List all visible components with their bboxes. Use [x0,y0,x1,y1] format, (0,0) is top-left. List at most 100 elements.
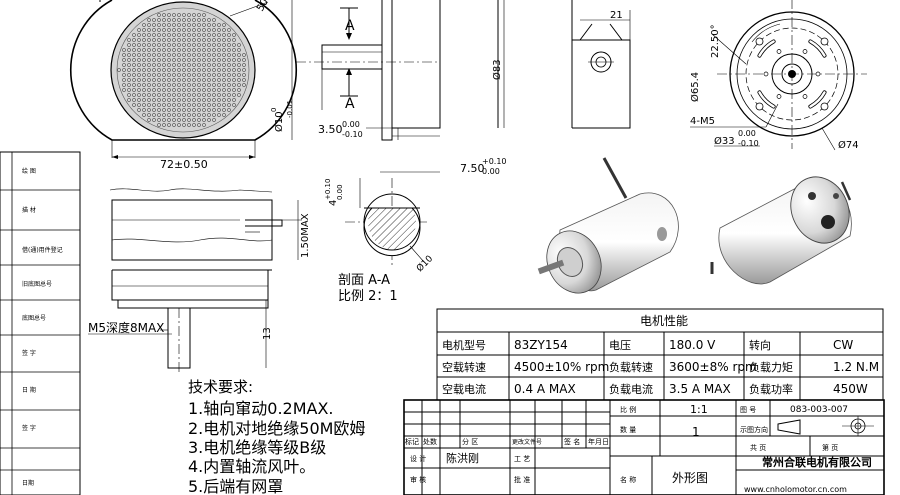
dim-13: 13 [262,327,273,340]
tech-requirements: 技术要求: 1.轴向窜动0.2MAX. 2.电机对地绝缘50M欧姆 3.电机绝缘… [188,378,365,495]
strip-label-4: 旧底图总号 [22,280,52,288]
motor-render-1 [537,157,679,294]
dim-33: Ø33 [714,135,735,147]
dim-72: 72±0.50 [160,158,208,171]
tb-design-label: 设 计 [410,454,426,463]
perf-cell-r2-c1: 空载转速 [442,360,486,374]
tb-h-file: 更改文件号 [512,438,542,446]
dim-750-dn: 0.00 [482,167,500,176]
dim-74: Ø74 [838,139,859,151]
perf-cell-r2-c6: 1.2 N.M [833,360,879,374]
perf-cell-r1-c5: 转向 [749,338,771,352]
title-block: 标记 处数 分 区 更改文件号 签 名 年月日 设 计 陈洪刚 工 艺 审 核 … [403,399,885,495]
section-a-top: A [345,18,355,34]
tech-item-4: 4.内置轴流风叶。 [188,457,315,476]
tb-drawing-no: 083-003-007 [790,405,848,415]
perf-cell-r2-c4: 3600±8% rpm [669,360,757,374]
tech-item-2: 2.电机对地绝缘50M欧姆 [188,419,365,438]
tech-item-1: 1.轴向窜动0.2MAX. [188,399,334,418]
perf-cell-r1-c6: CW [833,338,853,352]
tb-craft-label: 工 艺 [514,455,530,463]
dim-750-up: +0.10 [482,157,507,166]
left-side-view: 13 1.50MAX M5深度8MAX [88,188,311,372]
dim-4-dn: 0.00 [336,184,344,200]
tb-qty-label: 数 量 [620,425,636,434]
motor-render-2 [710,176,852,285]
perf-cell-r2-c5: 负载力矩 [749,360,793,374]
dim-33-up: 0.00 [738,129,756,138]
perf-cell-r3-c5: 负载功率 [749,382,793,396]
tb-total-pages: 共 页 [750,443,766,452]
tb-page: 第 页 [822,443,838,452]
scale-label: 比例 2：1 [338,289,398,304]
tech-title: 技术要求: [188,378,253,396]
tb-scale-label: 比 例 [620,405,636,414]
tb-h-date: 年月日 [588,437,609,446]
strip-label-9: 日期 [22,479,34,487]
section-a-bottom: A [345,96,355,112]
perf-cell-r1-c3: 电压 [609,339,631,352]
tech-item-3: 3.电机绝缘等级B级 [188,438,326,457]
perf-cell-r3-c1: 空载电流 [442,382,486,396]
dim-d10-tol-dn: -0.01 [286,100,294,118]
perf-cell-r3-c2: 0.4 A MAX [514,382,576,396]
mesh-pattern [117,13,246,127]
strip-label-1: 绘 图 [22,167,36,175]
tb-qty-value: 1 [692,425,700,439]
dim-83: Ø83 [491,59,503,80]
dim-750: 7.50 [460,162,485,175]
strip-label-5: 底图总号 [22,314,46,322]
dim-m5-depth: M5深度8MAX [88,320,164,335]
strip-label-3: 借(通)用件登记 [22,246,63,254]
perf-cell-r1-c4: 180.0 V [669,338,716,352]
dim-350-dn: -0.10 [342,130,363,139]
tb-h-zone: 分 区 [462,437,478,446]
end-view [711,0,867,149]
dim-d10-tol-up: 0 [270,108,278,112]
perf-cell-r2-c2: 4500±10% rpm [514,360,609,374]
perf-cell-r3-c6: 450W [833,382,868,396]
tb-name-value: 外形图 [672,471,708,485]
perf-cell-r2-c3: 负载转速 [609,360,653,374]
dim-section-10: Ø10 [414,253,435,274]
dim-4: 4 [328,200,339,206]
dim-350-up: 0.00 [342,120,360,129]
dim-d10: Ø10 [273,111,285,132]
dim-350: 3.50 [318,123,343,136]
perf-cell-r3-c4: 3.5 A MAX [669,382,731,396]
dim-angle: 22.50° [710,24,721,58]
dim-21: 21 [610,10,623,21]
tech-item-5: 5.后端有网罩 [188,477,283,495]
dim-50: 50±0 [255,0,278,14]
section-a-a: 7.50 +0.10 0.00 4 +0.10 0.00 Ø10 剖面 A-A … [324,157,507,304]
tb-h-mark: 标记 [405,437,419,446]
dim-4-up: +0.10 [324,179,332,200]
tb-scale-value: 1:1 [690,403,708,416]
tb-approve-label: 批 准 [514,475,530,484]
section-label: 剖面 A-A [338,273,390,288]
perf-title: 电机性能 [640,314,688,328]
strip-label-6: 签 字 [22,349,36,357]
tb-h-count: 处数 [423,437,437,446]
tb-website: www.cnholomotor.cn.com [744,485,847,494]
tb-drawing-no-label: 图 号 [740,406,756,414]
dim-33-dn: -0.10 [738,139,759,148]
front-view-mesh: 72±0.50 50±0 [70,0,297,171]
performance-table: 电机性能 电机型号 83ZY154 电压 180.0 V 转向 CW 空载转速 4500±10… [436,308,884,401]
dim-150max: 1.50MAX [300,213,311,258]
perf-cell-r3-c3: 负载电流 [609,382,653,396]
tb-name-label: 名 称 [620,475,636,484]
perf-cell-r1-c1: 电机型号 [442,338,486,352]
strip-label-8: 签 字 [22,424,36,432]
perf-cell-r1-c2: 83ZY154 [514,338,568,352]
motor-body-side: 21 Ø83 [491,0,631,129]
dim-m5-4: 4-M5 [690,116,715,127]
strip-label-2: 描 材 [22,206,36,214]
tb-review-label: 审 核 [410,475,426,484]
side-view: A A Ø10 0 -0.01 3.50 0.00 -0.10 [270,0,441,141]
dim-65-4: Ø65.4 [689,72,701,102]
tb-company: 常州合联电机有限公司 [762,455,872,469]
tb-h-sign: 签 名 [564,437,580,446]
